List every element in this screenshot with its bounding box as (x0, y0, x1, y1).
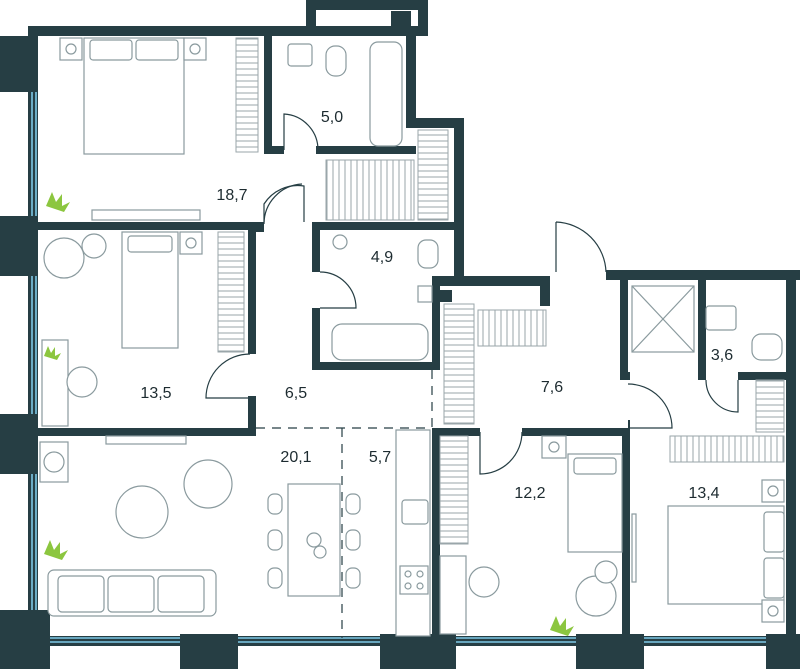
plants (44, 192, 574, 636)
plant-icon (46, 192, 70, 212)
area-label-bathroom-top: 5,0 (321, 109, 343, 126)
windows (31, 92, 766, 643)
bedroom-right-furniture (631, 379, 785, 623)
hall-closets (443, 303, 547, 425)
area-label-bathroom-middle: 4,9 (371, 249, 393, 266)
area-label-bedroom-top-left: 18,7 (216, 187, 247, 204)
zone-lines (256, 370, 433, 638)
area-label-bedroom-left: 13,5 (140, 385, 171, 402)
living-room-furniture (39, 435, 361, 617)
area-label-shower-room: 3,6 (711, 347, 733, 364)
bedroom-left-furniture (41, 231, 245, 427)
area-label-living-room: 20,1 (280, 449, 311, 466)
bedroom-right-middle-furniture (439, 435, 623, 635)
area-label-kitchen: 5,7 (369, 449, 391, 466)
bathroom-top-fixtures (287, 41, 449, 221)
shower-room-fixtures (631, 285, 783, 361)
area-label-bedroom-right-middle: 12,2 (514, 485, 545, 502)
area-label-hall-right: 7,6 (541, 379, 563, 396)
bedroom-top-left-furniture (59, 37, 259, 221)
doors (205, 113, 739, 475)
bathroom-middle-fixtures (331, 234, 439, 361)
interior-walls (28, 26, 796, 638)
area-label-hall-left: 6,5 (285, 385, 307, 402)
plant-icon (550, 616, 574, 636)
area-labels: 18,7 5,0 4,9 13,5 6,5 7,6 3,6 20,1 5,7 1… (140, 109, 733, 502)
plant-icon (44, 540, 68, 560)
kitchen-furniture (395, 429, 431, 637)
area-label-bedroom-right: 13,4 (688, 485, 719, 502)
plant-icon (44, 346, 61, 360)
